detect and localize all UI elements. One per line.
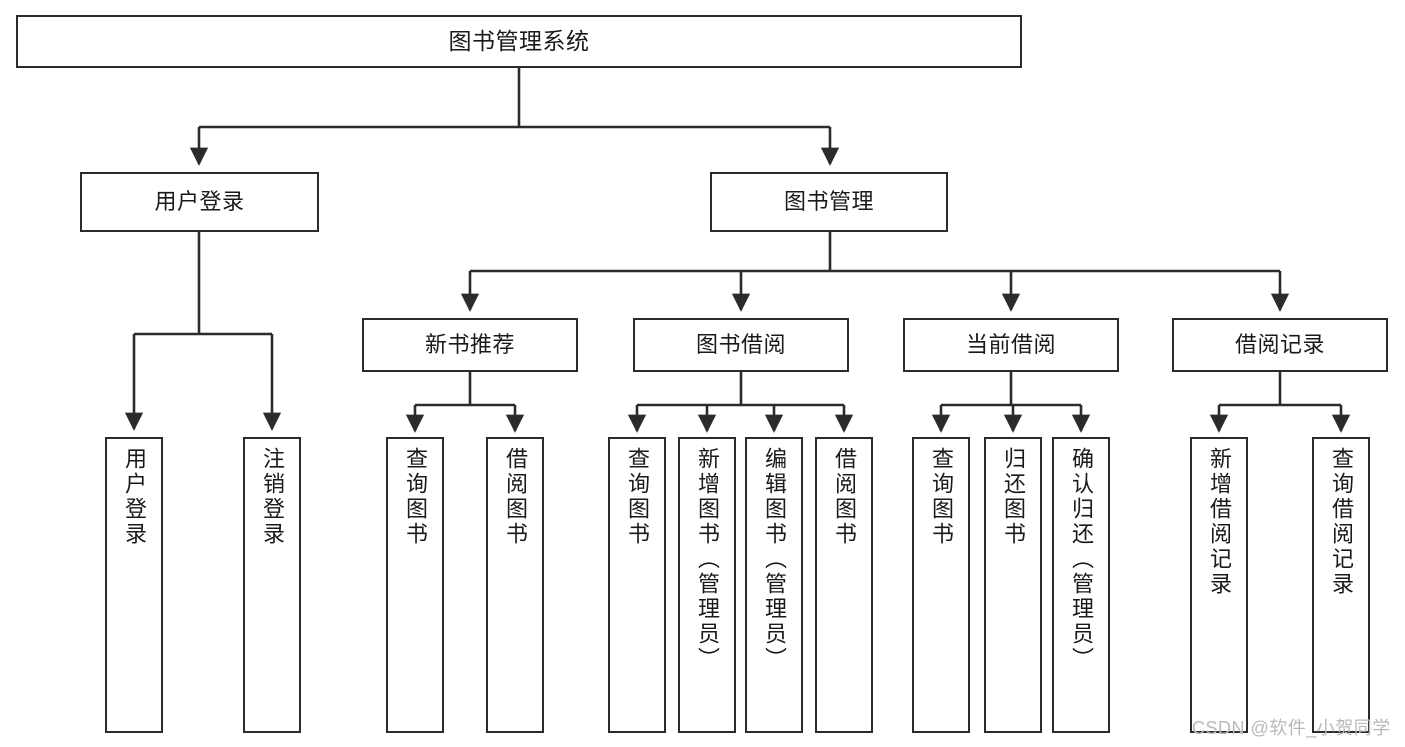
node-user-login-label: 用户登录 bbox=[154, 189, 245, 215]
node-leaf-borrow-book-recommend-label: 借阅图书 bbox=[503, 447, 528, 547]
node-leaf-query-book-recommend[interactable]: 查询图书 bbox=[386, 437, 444, 733]
watermark: CSDN @软件_小贺同学 bbox=[1192, 718, 1391, 738]
node-user-login[interactable]: 用户登录 bbox=[80, 172, 319, 232]
node-leaf-confirm-return-admin-label: 确认归还（管理员） bbox=[1069, 447, 1094, 672]
node-new-book-recommend-label: 新书推荐 bbox=[424, 332, 515, 358]
node-leaf-edit-book-admin[interactable]: 编辑图书（管理员） bbox=[745, 437, 803, 733]
node-leaf-query-book-borrow-label: 查询图书 bbox=[625, 447, 650, 547]
node-leaf-add-book-admin[interactable]: 新增图书（管理员） bbox=[678, 437, 736, 733]
node-leaf-edit-book-admin-label: 编辑图书（管理员） bbox=[762, 447, 787, 672]
node-leaf-borrow-book[interactable]: 借阅图书 bbox=[815, 437, 873, 733]
node-leaf-query-borrow-record[interactable]: 查询借阅记录 bbox=[1312, 437, 1370, 733]
node-leaf-query-book-current[interactable]: 查询图书 bbox=[912, 437, 970, 733]
node-root[interactable]: 图书管理系统 bbox=[16, 15, 1022, 68]
node-book-borrow[interactable]: 图书借阅 bbox=[633, 318, 849, 372]
node-leaf-user-login-label: 用户登录 bbox=[122, 447, 147, 547]
node-borrow-record[interactable]: 借阅记录 bbox=[1172, 318, 1388, 372]
node-leaf-add-borrow-record-label: 新增借阅记录 bbox=[1207, 447, 1232, 597]
node-leaf-query-book-recommend-label: 查询图书 bbox=[403, 447, 428, 547]
node-book-borrow-label: 图书借阅 bbox=[695, 332, 786, 358]
node-new-book-recommend[interactable]: 新书推荐 bbox=[362, 318, 578, 372]
node-book-management-label: 图书管理 bbox=[783, 189, 874, 215]
node-leaf-query-book-borrow[interactable]: 查询图书 bbox=[608, 437, 666, 733]
node-book-management[interactable]: 图书管理 bbox=[710, 172, 948, 232]
node-leaf-query-borrow-record-label: 查询借阅记录 bbox=[1329, 447, 1354, 597]
node-borrow-record-label: 借阅记录 bbox=[1234, 332, 1325, 358]
node-current-borrow-label: 当前借阅 bbox=[965, 332, 1056, 358]
node-leaf-logout[interactable]: 注销登录 bbox=[243, 437, 301, 733]
node-leaf-borrow-book-recommend[interactable]: 借阅图书 bbox=[486, 437, 544, 733]
node-current-borrow[interactable]: 当前借阅 bbox=[903, 318, 1119, 372]
node-leaf-user-login[interactable]: 用户登录 bbox=[105, 437, 163, 733]
node-leaf-borrow-book-label: 借阅图书 bbox=[832, 447, 857, 547]
node-leaf-return-book[interactable]: 归还图书 bbox=[984, 437, 1042, 733]
node-leaf-add-book-admin-label: 新增图书（管理员） bbox=[695, 447, 720, 672]
node-leaf-add-borrow-record[interactable]: 新增借阅记录 bbox=[1190, 437, 1248, 733]
node-leaf-confirm-return-admin[interactable]: 确认归还（管理员） bbox=[1052, 437, 1110, 733]
node-leaf-return-book-label: 归还图书 bbox=[1001, 447, 1026, 547]
node-leaf-logout-label: 注销登录 bbox=[260, 447, 285, 547]
node-leaf-query-book-current-label: 查询图书 bbox=[929, 447, 954, 547]
node-root-label: 图书管理系统 bbox=[448, 27, 590, 54]
